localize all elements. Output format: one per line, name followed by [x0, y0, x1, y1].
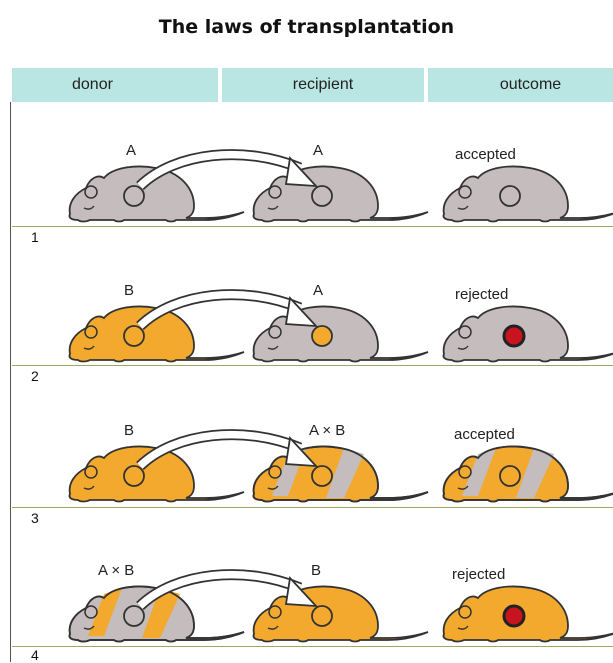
row-1-outcome-mouse — [443, 166, 613, 221]
row-2-recipient-mouse — [253, 306, 428, 361]
row-3-outcome-mouse — [443, 446, 613, 501]
row-3-recipient-mouse — [253, 446, 428, 501]
row-1-recipient-mouse — [253, 166, 428, 221]
row-4-recipient-mouse — [253, 586, 428, 641]
row-2-outcome-mouse — [443, 306, 613, 361]
row-4-outcome-mouse — [443, 586, 613, 641]
